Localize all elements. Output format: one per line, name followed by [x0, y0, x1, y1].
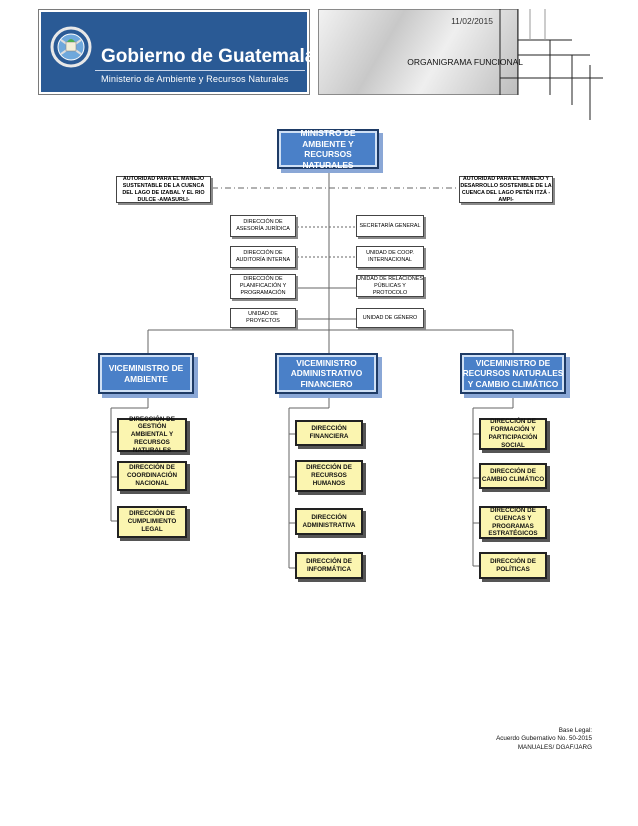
staff-box-secretariat[interactable]: SECRETARÍA GENERAL: [356, 215, 424, 237]
directorate-box[interactable]: DIRECCIÓN DE GESTIÓN AMBIENTAL Y RECURSO…: [117, 415, 187, 454]
authority-amasurli-box[interactable]: AUTORIDAD PARA EL MANEJO SUSTENTABLE DE …: [116, 176, 211, 203]
legal-basis-decree: Acuerdo Gubernativo No. 50-2015: [496, 735, 592, 743]
directorate-box[interactable]: DIRECCIÓN DE CUENCAS Y PROGRAMAS ESTRATÉ…: [479, 506, 547, 539]
directorate-label: DIRECCIÓN ADMINISTRATIVA: [302, 513, 356, 529]
directorate-box[interactable]: DIRECCIÓN ADMINISTRATIVA: [295, 508, 363, 535]
staff-label: UNIDAD DE GÉNERO: [362, 314, 418, 321]
vice-minister-label: VICEMINISTRO DE RECURSOS NATURALES Y CAM…: [462, 357, 564, 389]
authority-amasurli-label: AUTORIDAD PARA EL MANEJO SUSTENTABLE DE …: [122, 175, 205, 203]
title-panel: 11/02/2015 ORGANIGRAMA FUNCIONAL: [318, 9, 523, 95]
directorate-label: DIRECCIÓN DE RECURSOS HUMANOS: [306, 464, 352, 487]
staff-label: DIRECCIÓN DE PLANIFICACIÓN Y PROGRAMACIÓ…: [239, 276, 287, 296]
directorate-label: DIRECCIÓN DE COORDINACIÓN NACIONAL: [126, 464, 178, 487]
staff-label: DIRECCIÓN DE AUDITORÍA INTERNA: [235, 250, 291, 263]
directorate-box[interactable]: DIRECCIÓN DE COORDINACIÓN NACIONAL: [117, 461, 187, 491]
vice-minister-label: VICEMINISTRO ADMINISTRATIVO FINANCIERO: [290, 357, 363, 389]
government-logo: Gobierno de Guatemala Ministerio de Ambi…: [38, 9, 315, 95]
logo-background: Gobierno de Guatemala Ministerio de Ambi…: [41, 12, 315, 92]
staff-label: DIRECCIÓN DE ASESORÍA JURÍDICA: [236, 219, 290, 232]
directorate-label: DIRECCIÓN DE FORMACIÓN Y PARTICIPACIÓN S…: [488, 418, 538, 449]
legal-basis: Base Legal: Acuerdo Gubernativo No. 50-2…: [496, 727, 592, 752]
directorate-box[interactable]: DIRECCIÓN DE POLÍTICAS: [479, 552, 547, 579]
staff-box-audit[interactable]: DIRECCIÓN DE AUDITORÍA INTERNA: [230, 246, 296, 268]
vice-minister-label: VICEMINISTRO DE AMBIENTE: [108, 363, 184, 384]
vice-minister-environment-box[interactable]: VICEMINISTRO DE AMBIENTE: [98, 353, 194, 394]
minister-label: MINISTRO DE AMBIENTE Y RECURSOS NATURALE…: [300, 128, 356, 170]
directorate-label: DIRECCIÓN DE INFORMÁTICA: [306, 557, 352, 573]
staff-label: UNIDAD DE COOP. INTERNACIONAL: [366, 250, 414, 263]
header-step-lines: [499, 9, 603, 120]
directorate-label: DIRECCIÓN DE CAMBIO CLIMÁTICO: [481, 468, 545, 483]
staff-box-public-relations[interactable]: UNIDAD DE RELACIONES PÚBLICAS Y PROTOCOL…: [356, 275, 424, 297]
directorate-label: DIRECCIÓN FINANCIERA: [309, 425, 349, 440]
directorate-label: DIRECCIÓN DE CUENCAS Y PROGRAMAS ESTRATÉ…: [488, 506, 538, 538]
staff-box-cooperation[interactable]: UNIDAD DE COOP. INTERNACIONAL: [356, 246, 424, 268]
coat-of-arms-icon: [50, 26, 92, 68]
brand-divider: [95, 70, 305, 71]
staff-box-legal[interactable]: DIRECCIÓN DE ASESORÍA JURÍDICA: [230, 215, 296, 237]
directorate-box[interactable]: DIRECCIÓN DE CUMPLIMIENTO LEGAL: [117, 506, 187, 538]
directorate-box[interactable]: DIRECCIÓN DE RECURSOS HUMANOS: [295, 460, 363, 492]
brand-title: Gobierno de Guatemala: [101, 46, 316, 67]
directorate-box[interactable]: DIRECCIÓN DE FORMACIÓN Y PARTICIPACIÓN S…: [479, 418, 547, 450]
vice-minister-natural-resources-box[interactable]: VICEMINISTRO DE RECURSOS NATURALES Y CAM…: [460, 353, 566, 394]
authority-ampi-box[interactable]: AUTORIDAD PARA EL MANEJO Y DESARROLLO SO…: [459, 176, 553, 203]
document-date: 11/02/2015: [451, 16, 493, 26]
directorate-label: DIRECCIÓN DE CUMPLIMIENTO LEGAL: [127, 510, 177, 533]
staff-label: UNIDAD DE RELACIONES PÚBLICAS Y PROTOCOL…: [357, 275, 423, 296]
brand-subtitle: Ministerio de Ambiente y Recursos Natura…: [101, 74, 289, 84]
directorate-label: DIRECCIÓN DE GESTIÓN AMBIENTAL Y RECURSO…: [129, 415, 175, 454]
directorate-label: DIRECCIÓN DE POLÍTICAS: [490, 557, 536, 573]
vice-minister-admin-finance-box[interactable]: VICEMINISTRO ADMINISTRATIVO FINANCIERO: [275, 353, 378, 394]
staff-box-planning[interactable]: DIRECCIÓN DE PLANIFICACIÓN Y PROGRAMACIÓ…: [230, 274, 296, 299]
directorate-box[interactable]: DIRECCIÓN FINANCIERA: [295, 420, 363, 446]
staff-box-gender[interactable]: UNIDAD DE GÉNERO: [356, 308, 424, 328]
directorate-box[interactable]: DIRECCIÓN DE INFORMÁTICA: [295, 552, 363, 579]
org-chart-title: ORGANIGRAMA FUNCIONAL: [407, 57, 523, 67]
minister-box[interactable]: MINISTRO DE AMBIENTE Y RECURSOS NATURALE…: [277, 128, 379, 170]
legal-basis-reference: MANUALES/ DGAF/JARG: [517, 743, 592, 751]
staff-label: SECRETARÍA GENERAL: [359, 222, 421, 229]
authority-ampi-label: AUTORIDAD PARA EL MANEJO Y DESARROLLO SO…: [460, 175, 552, 203]
legal-basis-heading: Base Legal:: [558, 727, 592, 734]
directorate-box[interactable]: DIRECCIÓN DE CAMBIO CLIMÁTICO: [479, 463, 547, 489]
staff-label: UNIDAD DE PROYECTOS: [246, 311, 280, 324]
staff-box-projects[interactable]: UNIDAD DE PROYECTOS: [230, 308, 296, 328]
